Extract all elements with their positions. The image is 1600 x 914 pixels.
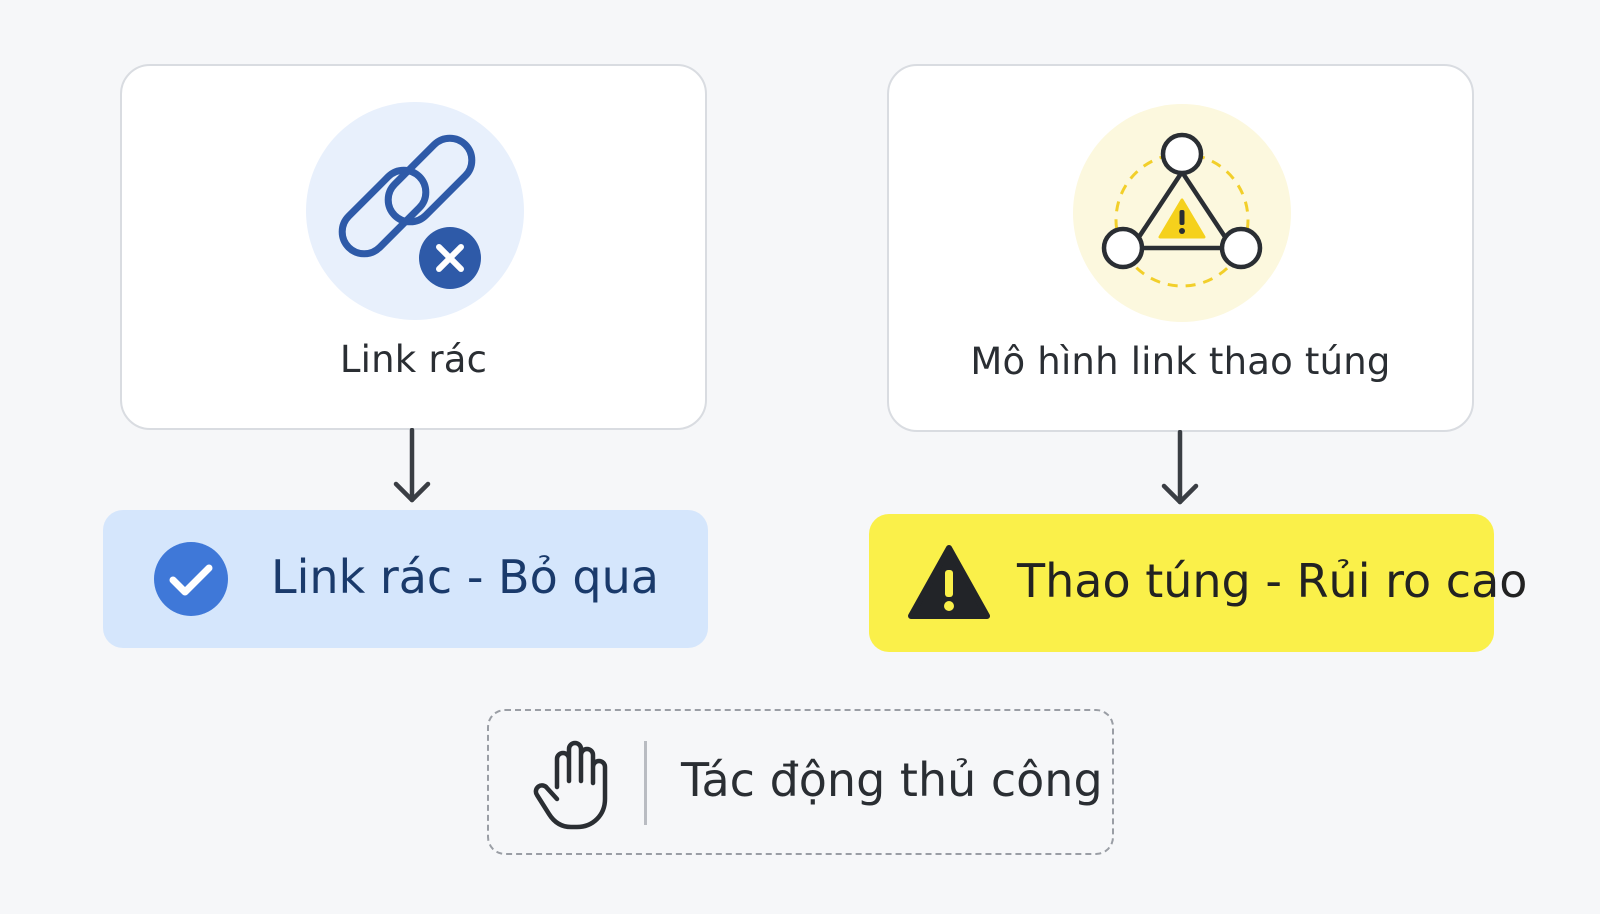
warning-triangle-icon <box>908 545 990 619</box>
high-risk-result-label: Thao túng - Rủi ro cao <box>1017 554 1528 608</box>
check-circle-icon <box>154 542 228 616</box>
down-arrow-icon <box>393 428 431 503</box>
hand-icon <box>533 740 608 830</box>
network-warning-icon <box>1073 104 1291 322</box>
broken-link-icon <box>306 102 524 320</box>
junk-link-node: Link rác <box>120 64 707 430</box>
ignore-result: Link rác - Bỏ qua <box>103 510 708 648</box>
manual-action-label: Tác động thủ công <box>681 753 1103 807</box>
ignore-result-label: Link rác - Bỏ qua <box>271 550 659 604</box>
high-risk-result: Thao túng - Rủi ro cao <box>869 514 1527 652</box>
divider <box>644 741 647 825</box>
junk-link-label: Link rác <box>339 338 488 381</box>
manipulative-link-label: Mô hình link thao túng <box>970 340 1391 383</box>
manipulative-link-pattern-node: Mô hình link thao túng <box>887 64 1474 432</box>
manual-action-box: Tác động thủ công <box>487 709 1114 855</box>
down-arrow-icon <box>1161 430 1199 505</box>
